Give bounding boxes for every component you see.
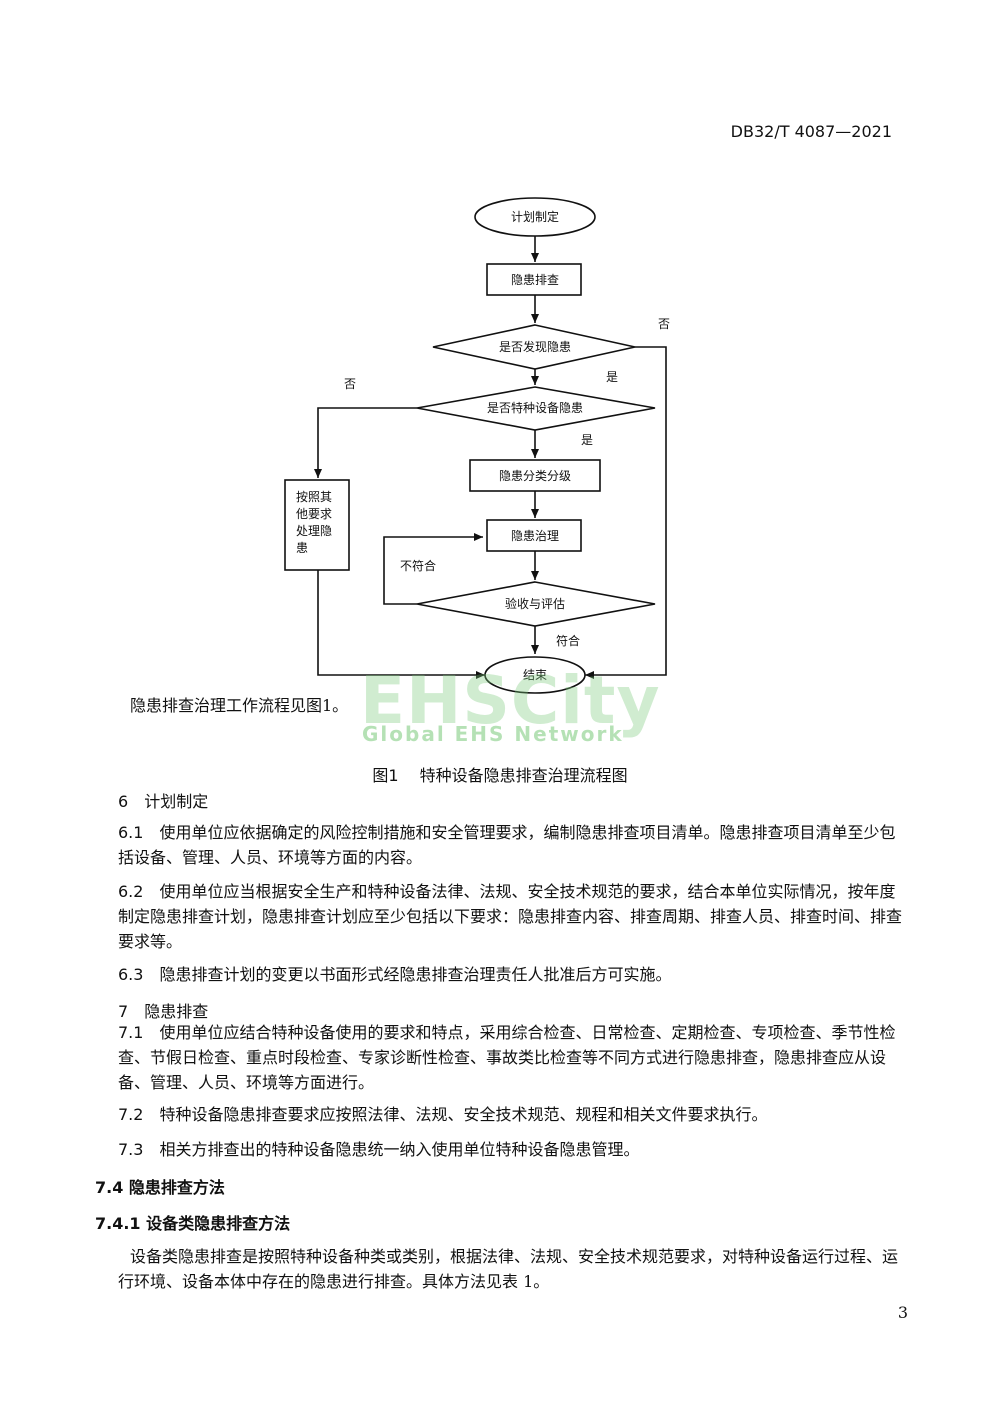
node-plan: 计划制定 — [474, 197, 596, 237]
node-classify: 隐患分类分级 — [469, 459, 601, 492]
figure-title: 特种设备隐患排查治理流程图 — [419, 766, 628, 785]
clause-7-3: 7.3 相关方排查出的特种设备隐患统一纳入使用单位特种设备隐患管理。 — [118, 1137, 908, 1162]
label-found-no: 否 — [658, 317, 670, 331]
flow-connectors — [314, 236, 667, 679]
clause-6-1-text: 使用单位应依据确定的风险控制措施和安全管理要求，编制隐患排查项目清单。隐患排查项… — [118, 823, 896, 867]
node-govern-label: 隐患治理 — [511, 529, 559, 543]
label-special-no: 否 — [344, 377, 356, 391]
clause-6-3-number: 6.3 — [118, 965, 144, 984]
node-special-label: 是否特种设备隐患 — [487, 400, 583, 415]
section-6-number: 6 — [118, 792, 129, 811]
intro-sentence: 隐患排查治理工作流程见图1。 — [130, 696, 349, 715]
node-other-line-4: 患 — [296, 541, 308, 555]
label-not-conform: 不符合 — [400, 558, 436, 573]
node-check: 隐患排查 — [486, 263, 582, 296]
clause-7-4-1-text: 设备类隐患排查是按照特种设备种类或类别，根据法律、法规、安全技术规范要求，对特种… — [118, 1247, 899, 1291]
node-other-line-2: 他要求 — [296, 507, 332, 521]
clause-6-3: 6.3 隐患排查计划的变更以书面形式经隐患排查治理责任人批准后方可实施。 — [118, 962, 908, 987]
clause-7-2-text: 特种设备隐患排查要求应按照法律、法规、安全技术规范、规程和相关文件要求执行。 — [159, 1105, 768, 1124]
clause-7-2: 7.2 特种设备隐患排查要求应按照法律、法规、安全技术规范、规程和相关文件要求执行… — [118, 1102, 908, 1127]
node-plan-label: 计划制定 — [511, 209, 559, 224]
arrow-other-to-end — [317, 570, 485, 679]
section-7-number: 7 — [118, 1002, 129, 1021]
node-classify-label: 隐患分类分级 — [499, 469, 571, 483]
section-7-heading: 7 隐患排查 — [118, 998, 208, 1022]
clause-7-3-number: 7.3 — [118, 1140, 144, 1159]
clause-6-3-text: 隐患排查计划的变更以书面形式经隐患排查治理责任人批准后方可实施。 — [159, 965, 672, 984]
node-found-decision: 是否发现隐患 — [432, 324, 636, 370]
section-7-title: 隐患排查 — [144, 1002, 209, 1021]
section-7-4-1-heading: 7.4.1 设备类隐患排查方法 — [95, 1214, 291, 1233]
node-end-label: 结束 — [523, 668, 547, 682]
section-6-heading: 6 计划制定 — [118, 788, 208, 812]
clause-6-2-number: 6.2 — [118, 882, 144, 901]
clause-6-1-number: 6.1 — [118, 823, 144, 842]
section-6-title: 计划制定 — [144, 792, 209, 811]
watermark-logo-text: EHSCity — [360, 662, 661, 739]
node-other-line-3: 处理隐 — [296, 524, 332, 538]
clause-7-1-number: 7.1 — [118, 1023, 144, 1042]
label-special-yes: 是 — [581, 433, 593, 447]
node-end: 结束 — [484, 656, 586, 694]
flowchart-diagram: 计划制定 隐患排查 是否发现隐患 是否特种设备隐患 隐患分类分级 按照其 他要求… — [284, 197, 670, 694]
node-check-label: 隐患排查 — [511, 273, 559, 287]
arrow-special-no-to-other — [314, 407, 417, 478]
clause-7-2-number: 7.2 — [118, 1105, 144, 1124]
document-code: DB32/T 4087—2021 — [730, 122, 892, 141]
figure-number: 图1 — [372, 766, 399, 785]
clause-6-2-text: 使用单位应当根据安全生产和特种设备法律、法规、安全技术规范的要求，结合本单位实际… — [118, 882, 903, 951]
node-found-label: 是否发现隐患 — [499, 339, 571, 354]
node-govern: 隐患治理 — [486, 519, 582, 552]
clause-7-3-text: 相关方排查出的特种设备隐患统一纳入使用单位特种设备隐患管理。 — [159, 1140, 640, 1159]
node-other: 按照其 他要求 处理隐 患 — [284, 479, 350, 571]
arrow-found-no-to-end — [585, 346, 667, 679]
node-accept-decision: 验收与评估 — [416, 581, 656, 627]
page-number: 3 — [897, 1303, 908, 1322]
label-found-yes: 是 — [606, 370, 618, 384]
label-conform: 符合 — [556, 633, 580, 648]
section-7-4-heading: 7.4 隐患排查方法 — [95, 1178, 225, 1197]
node-accept-label: 验收与评估 — [505, 596, 565, 611]
watermark-tagline: Global EHS Network — [362, 722, 624, 746]
figure-caption: 图1 特种设备隐患排查治理流程图 — [0, 762, 1000, 786]
arrow-loop-not-conform — [383, 533, 483, 605]
clause-7-1-text: 使用单位应结合特种设备使用的要求和特点，采用综合检查、日常检查、定期检查、专项检… — [118, 1023, 896, 1092]
node-other-line-1: 按照其 — [296, 490, 332, 504]
node-special-decision: 是否特种设备隐患 — [416, 386, 656, 431]
